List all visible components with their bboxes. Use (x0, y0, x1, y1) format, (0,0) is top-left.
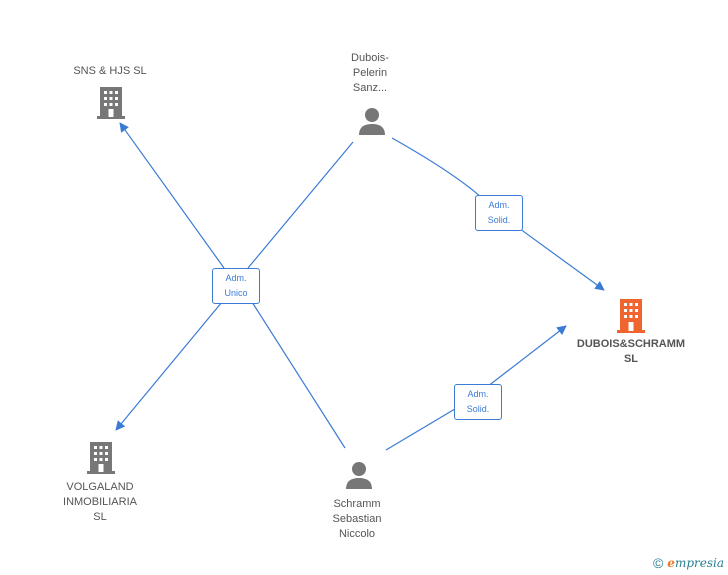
brand-logo[interactable]: empresia (667, 556, 724, 570)
node-label-dubois-schramm[interactable]: DUBOIS&SCHRAMM SL (576, 338, 686, 365)
node-label-volgaland[interactable]: VOLGALAND INMOBILIARIA SL (63, 481, 137, 523)
edge-label-adm-unico[interactable]: Adm. Unico (212, 268, 260, 304)
edge-label-adm-solid-top[interactable]: Adm. Solid. (475, 195, 523, 231)
person-icon[interactable] (357, 106, 387, 136)
node-label-sns-hjs[interactable]: SNS & HJS SL (73, 65, 147, 77)
edge-label-adm-solid-bottom[interactable]: Adm. Solid. (454, 384, 502, 420)
footer-brand: © empresia (653, 555, 724, 571)
building-icon[interactable] (96, 85, 126, 119)
person-icon[interactable] (344, 460, 374, 490)
node-label-dubois-pelerin[interactable]: Dubois- Pelerin Sanz... (351, 52, 389, 94)
building-icon[interactable] (86, 440, 116, 474)
edge-schramm-hub (251, 301, 346, 449)
edge-hub-volgaland (115, 301, 223, 431)
edge-dubois-pelerin-hub (247, 141, 354, 269)
copyright-icon: © (652, 555, 664, 571)
edge-hub-sns-hjs (119, 122, 225, 269)
node-label-schramm[interactable]: Schramm Sebastian Niccolo (332, 498, 382, 540)
building-icon[interactable] (616, 297, 646, 333)
